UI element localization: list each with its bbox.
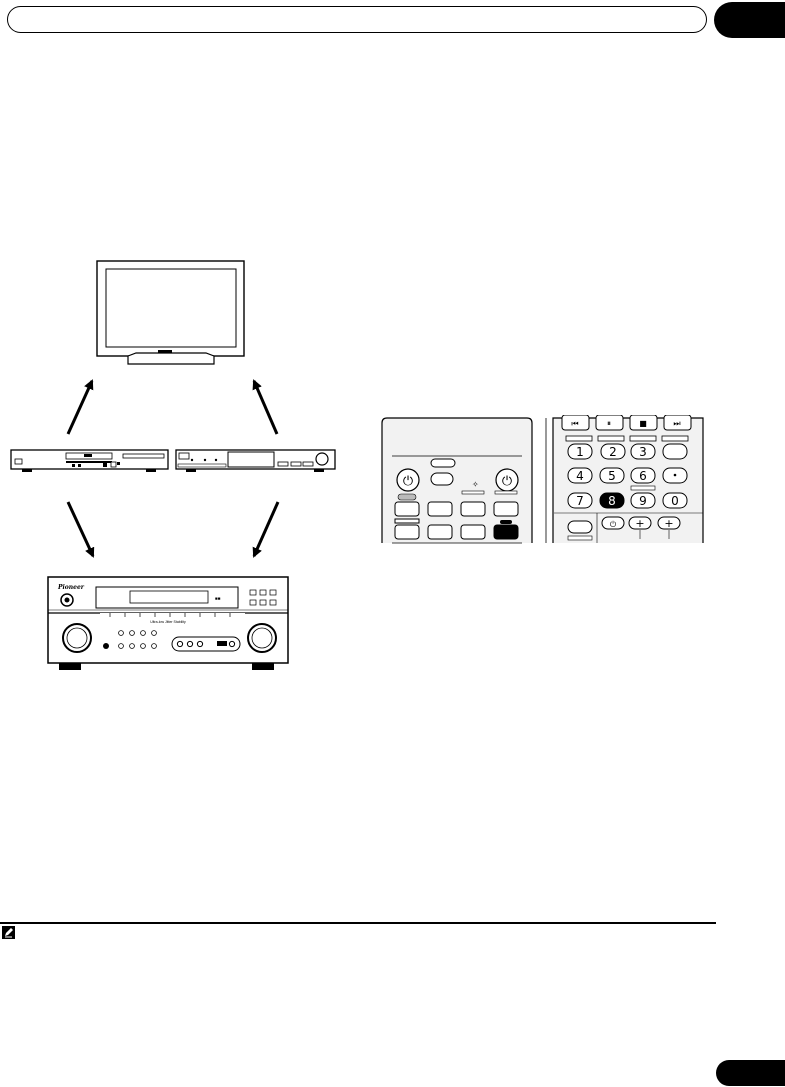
key-0[interactable]: 0 xyxy=(663,493,687,508)
key-dot[interactable] xyxy=(663,468,687,483)
key-5[interactable]: 5 xyxy=(600,468,624,483)
timer-icon: ⏻ xyxy=(610,520,617,529)
connection-diagram: Pioneer ■■ Ultra-low Jitter Stability xyxy=(0,250,350,690)
key-4-label: 4 xyxy=(576,469,584,483)
svg-text:✧: ✧ xyxy=(472,480,479,489)
key-1[interactable]: 1 xyxy=(568,444,592,459)
key-9-label: 9 xyxy=(639,494,647,508)
input-button-7[interactable] xyxy=(461,525,485,539)
key-3[interactable]: 3 xyxy=(631,444,655,459)
tuner-illustration xyxy=(176,450,335,472)
input-button-1[interactable] xyxy=(395,502,419,516)
input-select-button[interactable] xyxy=(431,459,455,467)
plus-icon-2: + xyxy=(664,517,673,530)
key-1-label: 1 xyxy=(576,445,584,459)
arrow-bd-to-tv xyxy=(68,381,92,434)
key-7-label: 7 xyxy=(576,494,584,508)
svg-text:■■: ■■ xyxy=(215,596,221,601)
key-5-label: 5 xyxy=(608,469,616,483)
input-button-3[interactable] xyxy=(461,502,485,516)
key-2[interactable]: 2 xyxy=(601,444,625,459)
input-button-2[interactable] xyxy=(428,502,452,516)
stop-icon: ■ xyxy=(639,419,647,428)
remote-control-figure: ⏻ ✧ ⏻ ⏮ ⏸ xyxy=(378,415,708,545)
input-button-highlighted[interactable] xyxy=(494,525,518,539)
arrow-tuner-to-receiver xyxy=(254,502,278,556)
input-button-5[interactable] xyxy=(395,525,419,539)
power-icon-2: ⏻ xyxy=(502,474,512,489)
pause-icon: ⏸ xyxy=(607,419,611,428)
note-icon xyxy=(2,926,15,939)
key-8-label: 8 xyxy=(608,494,616,508)
key-3-label: 3 xyxy=(639,445,647,459)
key-4[interactable]: 4 xyxy=(568,468,592,483)
bd-player-illustration xyxy=(11,450,168,472)
key-6[interactable]: 6 xyxy=(631,468,655,483)
header-title-bar xyxy=(7,6,707,33)
key-9[interactable]: 9 xyxy=(631,493,655,508)
key-0-label: 0 xyxy=(671,494,679,508)
next-icon: ⏭ xyxy=(673,419,680,428)
input-button-6[interactable] xyxy=(428,525,452,539)
prev-icon: ⏮ xyxy=(571,419,578,428)
av-receiver-illustration: Pioneer ■■ Ultra-low Jitter Stability xyxy=(48,577,288,670)
power-icon: ⏻ xyxy=(403,474,413,489)
key-6-label: 6 xyxy=(639,469,647,483)
footnote-rule xyxy=(0,922,716,924)
key-7[interactable]: 7 xyxy=(568,493,592,508)
plus-icon: + xyxy=(635,517,644,530)
key-8-highlighted[interactable]: 8 xyxy=(600,493,624,508)
remote-panel-keypad: ⏮ ⏸ ■ ⏭ 1 2 3 4 5 6 7 8 9 0 ⏻ + xyxy=(546,415,708,543)
key-2-label: 2 xyxy=(609,445,617,459)
chapter-tab xyxy=(714,2,785,38)
input-button-4[interactable] xyxy=(494,502,518,516)
key-blank[interactable] xyxy=(663,444,687,459)
remote-panel-top: ⏻ ✧ ⏻ xyxy=(382,418,532,543)
shift-button[interactable] xyxy=(568,521,592,533)
arrow-tuner-to-tv xyxy=(254,381,277,434)
source-button[interactable] xyxy=(431,473,453,485)
page-number-tab xyxy=(716,1060,785,1086)
receiver-feature-text: Ultra-low Jitter Stability xyxy=(150,620,186,624)
receiver-brand-mark: Pioneer xyxy=(57,584,85,591)
tv-illustration xyxy=(97,261,244,364)
arrow-bd-to-receiver xyxy=(68,502,93,556)
